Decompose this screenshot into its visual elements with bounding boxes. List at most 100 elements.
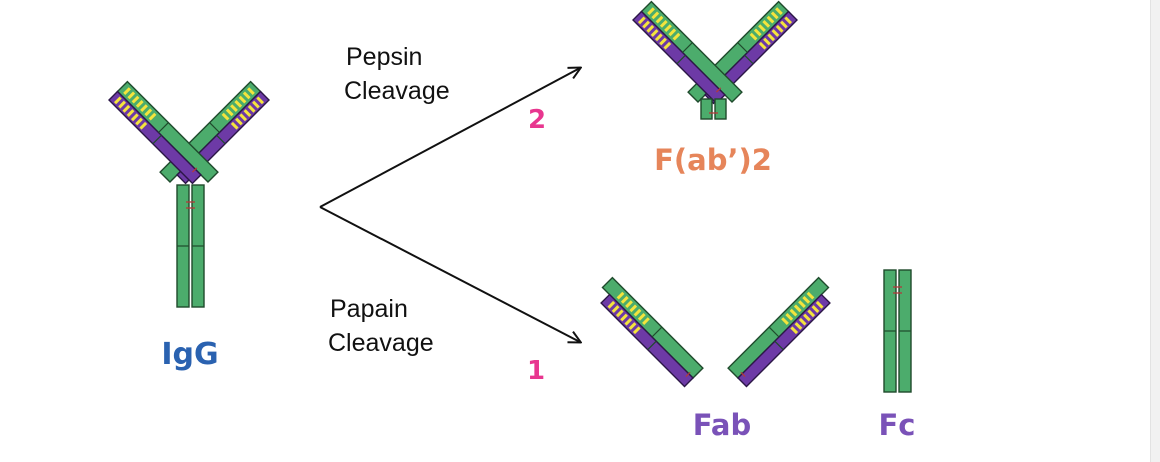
- cdr-stripe: [790, 326, 799, 335]
- fab-fragment-right: [727, 276, 831, 388]
- fab2-hinge: [700, 98, 727, 120]
- cdr-stripe: [629, 304, 638, 313]
- igg-label: IgG: [161, 337, 218, 372]
- cdr-stripe: [131, 95, 140, 104]
- cdr-stripe: [122, 104, 131, 113]
- papain-arrow: [319, 206, 580, 342]
- cdr-stripe: [659, 19, 668, 28]
- fab-label: Fab: [693, 408, 751, 442]
- cdr-stripe: [650, 29, 659, 37]
- cdr-stripe: [775, 24, 784, 33]
- cdr-stripe: [789, 308, 798, 317]
- annotation-mark-2: 2: [528, 105, 546, 135]
- cdr-stripe: [625, 300, 633, 308]
- cdr-stripes: [221, 87, 265, 130]
- cdr-stripe: [798, 300, 806, 308]
- cdr-stripe: [230, 121, 239, 130]
- cdr-stripe: [651, 11, 660, 20]
- cdr-stripe: [256, 96, 265, 105]
- cdr-stripe: [247, 87, 255, 96]
- cdr-stripe: [763, 37, 771, 46]
- cdr-stripe: [126, 109, 135, 117]
- cdr-stripe: [113, 96, 122, 105]
- cdr-stripe: [616, 291, 625, 300]
- cdr-stripe: [807, 309, 816, 318]
- cdr-stripe: [668, 28, 677, 37]
- cdr-stripe: [758, 41, 767, 50]
- cdr-stripe: [252, 100, 260, 109]
- annotation-mark-1: 1: [527, 356, 545, 386]
- igg-fc-stem: [176, 184, 205, 308]
- cdr-stripe: [225, 108, 234, 117]
- cdr-stripe: [642, 20, 650, 29]
- cdr-stripe: [642, 317, 650, 325]
- cdr-stripe: [620, 313, 628, 322]
- cdr-stripe: [780, 20, 788, 29]
- papain-cleavage-line2: Cleavage: [328, 329, 434, 357]
- cdr-stripe: [767, 33, 776, 42]
- fc-label: Fc: [878, 408, 915, 442]
- cdr-stripe: [628, 322, 637, 330]
- cdr-stripe: [785, 312, 794, 321]
- cdr-stripe: [135, 117, 143, 126]
- disulfide-bond: [191, 167, 198, 173]
- cdr-stripe: [148, 112, 157, 121]
- cdr-stripe: [238, 95, 247, 104]
- cdr-stripe: [781, 317, 789, 325]
- cdr-stripe: [633, 308, 642, 317]
- cdr-stripe: [771, 29, 780, 37]
- cdr-stripe: [221, 112, 230, 121]
- cdr-stripe: [123, 87, 131, 96]
- cdr-stripe: [663, 41, 672, 50]
- cdr-stripe: [811, 305, 820, 313]
- cdr-stripe: [637, 312, 646, 321]
- papain-cleavage-line1: Papain: [330, 295, 408, 323]
- cdr-stripe: [766, 15, 775, 24]
- fab2-label: F(ab’)2: [654, 143, 772, 177]
- cdr-stripe: [655, 15, 664, 24]
- cdr-stripe: [118, 100, 126, 109]
- cdr-stripe: [664, 24, 672, 32]
- cdr-stripe: [802, 295, 811, 304]
- cdr-stripe: [770, 11, 779, 20]
- cdr-stripe: [749, 32, 758, 41]
- cdr-stripe: [637, 16, 646, 25]
- cdr-stripe: [130, 113, 139, 122]
- light-chain: [108, 90, 202, 185]
- pepsin-arrow: [319, 68, 580, 208]
- fc-fragment: [883, 269, 912, 393]
- cdr-stripe: [646, 24, 655, 33]
- cdr-stripe: [753, 28, 762, 37]
- cdr-stripes: [113, 87, 157, 130]
- cdr-stripe: [632, 326, 641, 335]
- cdr-stripe: [242, 91, 251, 100]
- cdr-stripe: [144, 108, 153, 117]
- fab2-fragment: [632, 0, 798, 120]
- cdr-stripe: [620, 295, 629, 304]
- igg-right-fab-arm: [108, 80, 219, 185]
- right-edge-strip: [1150, 0, 1160, 462]
- cdr-stripe: [140, 104, 148, 112]
- pepsin-cleavage-line2: Cleavage: [344, 77, 450, 105]
- cdr-stripe: [127, 91, 136, 100]
- cdr-stripe: [659, 37, 667, 46]
- cdr-stripe: [794, 322, 803, 330]
- cdr-stripe: [139, 121, 148, 130]
- cdr-stripe: [234, 99, 243, 108]
- fab2-right-arm: [632, 0, 743, 105]
- cdr-stripe: [615, 309, 624, 318]
- igg-antibody: [108, 80, 270, 308]
- cdr-stripe: [654, 33, 663, 42]
- cdr-stripe: [798, 317, 807, 326]
- fab-fragment-left: [600, 276, 704, 388]
- cdr-stripe: [803, 313, 811, 322]
- cdr-stripe: [758, 24, 766, 32]
- cdr-stripe: [793, 304, 802, 313]
- cdr-stripe: [611, 305, 620, 313]
- cdr-stripe: [239, 113, 248, 122]
- cdr-stripe: [230, 104, 238, 112]
- cdr-stripe: [762, 19, 771, 28]
- cdr-stripe: [243, 109, 252, 117]
